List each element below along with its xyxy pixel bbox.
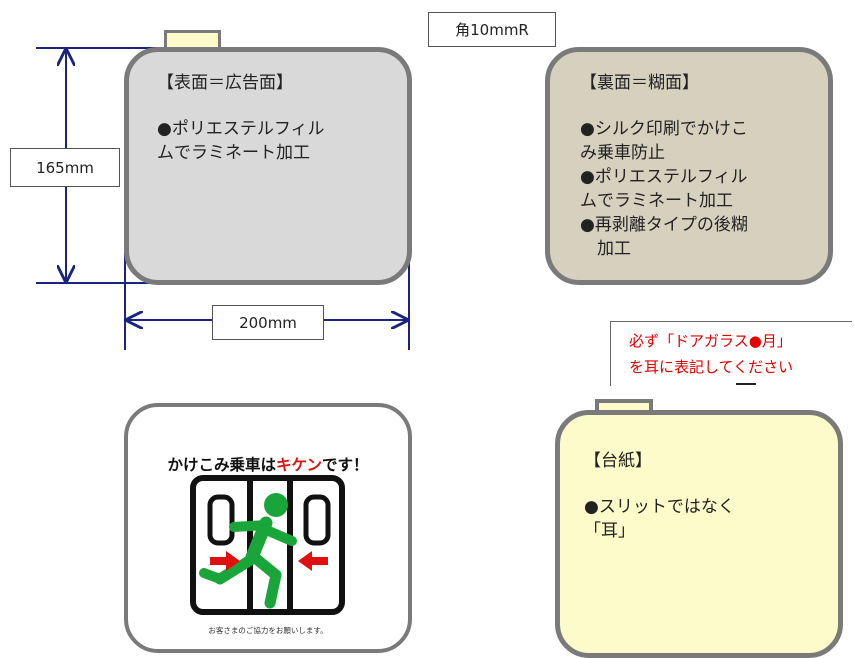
sticker-caption: お客さまのご協力をお願いします。 — [208, 626, 328, 635]
front-card-text: 【表面＝広告面】 ●ポリエステルフィル ムでラミネート加工 — [157, 71, 325, 165]
left-arrow-icon — [210, 551, 240, 571]
width-label: 200mm — [212, 305, 324, 340]
front-card-line: ムでラミネート加工 — [157, 143, 310, 163]
base-card-title: 【台紙】 — [584, 451, 652, 471]
back-card-line: ●再剥離タイプの後糊 — [580, 215, 748, 235]
front-ear-tab — [164, 30, 221, 50]
sticker-title-highlight: キケン — [275, 456, 323, 474]
back-card-title: 【裏面＝糊面】 — [580, 73, 699, 93]
back-card — [545, 47, 833, 285]
corner-radius-label: 角10mmR — [428, 12, 556, 47]
notice-line-2: を耳に表記してください — [629, 358, 794, 376]
base-card-line: ●スリットではなく — [584, 497, 735, 517]
height-label: 165mm — [10, 148, 120, 187]
back-card-line: ムでラミネート加工 — [580, 191, 733, 211]
running-person-icon — [199, 493, 297, 609]
front-card-line: ●ポリエステルフィル — [157, 119, 325, 139]
notice-box: 必ず「ドアガラス●月」 を耳に表記してください — [610, 321, 852, 386]
back-card-line: み乗車防止 — [580, 143, 665, 163]
sticker-title-prefix: かけこみ乗車は — [167, 456, 276, 474]
right-door-window — [303, 494, 331, 546]
front-card — [124, 47, 412, 285]
back-card-line: ●ポリエステルフィル — [580, 167, 748, 187]
left-door-window — [207, 494, 235, 546]
notice-line-1: 必ず「ドアガラス●月」 — [629, 332, 792, 350]
back-card-text: 【裏面＝糊面】 ●シルク印刷でかけこ み乗車防止 ●ポリエステルフィル ムでラミ… — [580, 71, 748, 261]
base-card-line: 「耳」 — [584, 521, 635, 541]
train-door-pictogram — [190, 475, 345, 615]
sticker-title: かけこみ乗車はキケンです！ — [139, 453, 397, 475]
back-card-line: 加工 — [580, 239, 631, 259]
notice-underline — [736, 383, 756, 385]
front-card-title: 【表面＝広告面】 — [157, 73, 293, 93]
right-arrow-icon — [298, 551, 328, 571]
sticker-title-suffix: です！ — [322, 456, 369, 474]
back-card-line: ●シルク印刷でかけこ — [580, 119, 748, 139]
base-card-text: 【台紙】 ●スリットではなく 「耳」 — [584, 449, 735, 543]
